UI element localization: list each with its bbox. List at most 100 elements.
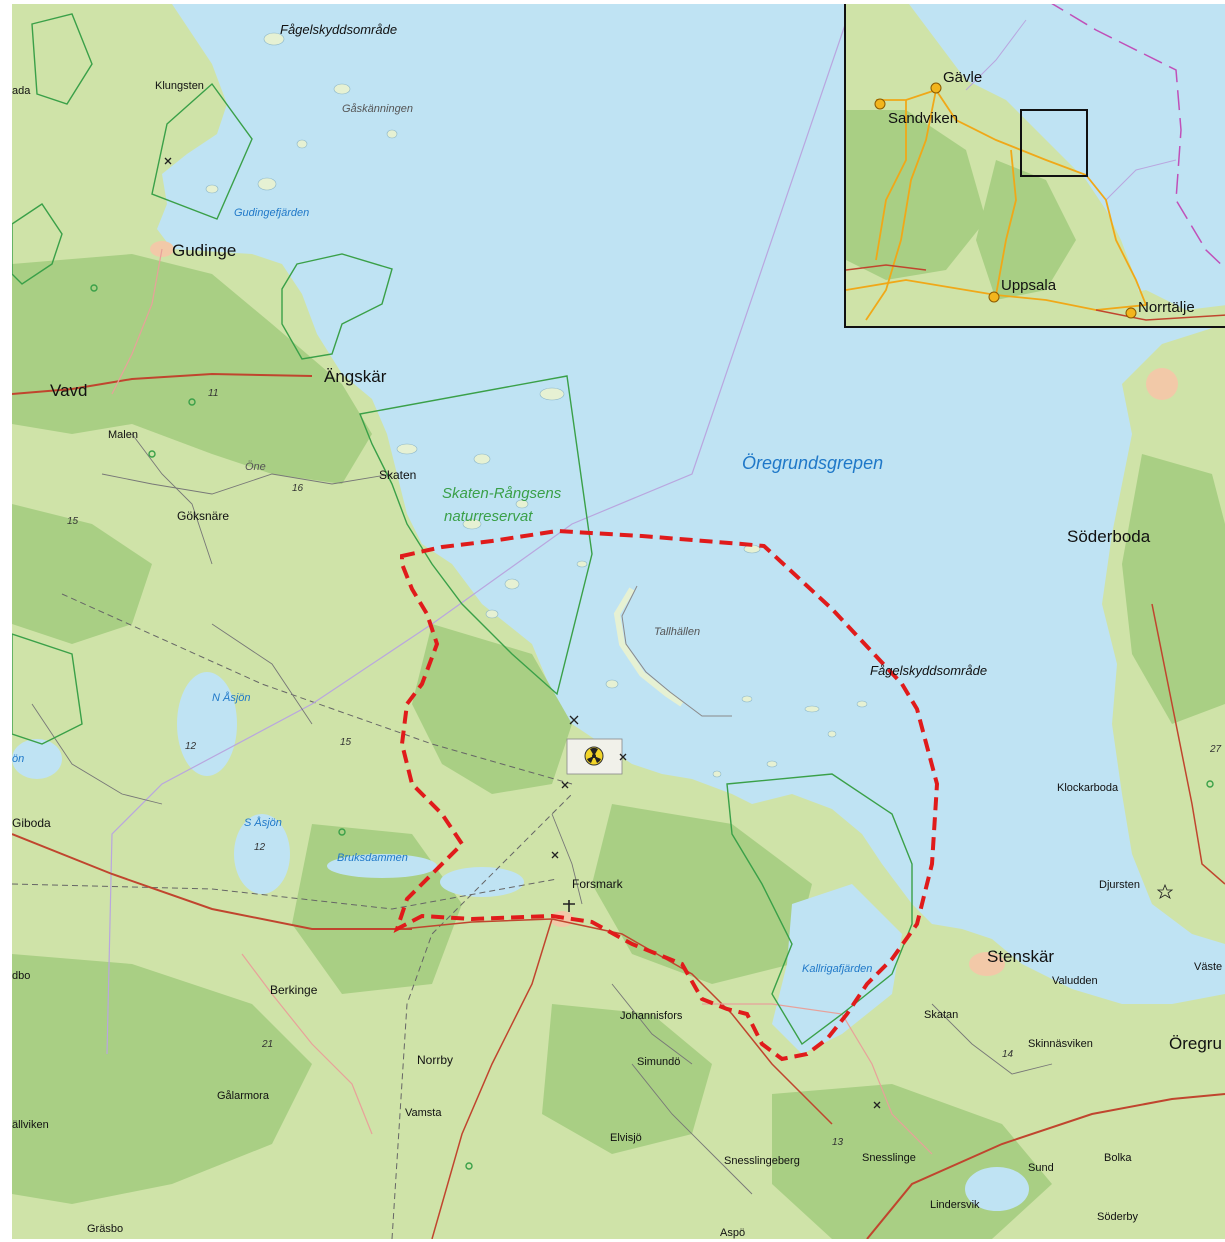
lake-s-asjon	[234, 814, 290, 894]
inset-city-dots	[874, 82, 1137, 319]
forest-patch	[12, 254, 372, 484]
label-malen: Malen	[108, 429, 138, 441]
power-line-2	[12, 878, 558, 910]
label-aspo: Aspö	[720, 1227, 745, 1239]
inset-map: Gävle Sandviken Uppsala Norrtälje	[844, 4, 1225, 328]
label-ada: ada	[12, 85, 31, 97]
inset-svg: Gävle Sandviken Uppsala Norrtälje	[846, 4, 1225, 326]
label-skaten: Skaten	[379, 468, 416, 482]
label-simundo: Simundö	[637, 1056, 680, 1068]
inset-label-uppsala: Uppsala	[1001, 277, 1057, 294]
label-sund: Sund	[1028, 1162, 1054, 1174]
star-icon	[1156, 883, 1174, 899]
tallhallen-spit	[613, 587, 684, 707]
reserve-angskar	[281, 253, 393, 360]
sea-boundary	[106, 18, 848, 1055]
islands	[205, 32, 868, 778]
forest-patch	[12, 504, 152, 644]
label-norrby: Norrby	[417, 1053, 453, 1067]
forest-patch	[412, 624, 572, 794]
forest-patch	[542, 1004, 712, 1154]
label-kallrigafjarden: Kallrigafjärden	[802, 963, 872, 975]
label-valudden: Valudden	[1052, 975, 1098, 987]
label-snesslingeberg: Snesslingeberg	[724, 1155, 800, 1167]
study-area-boundary	[393, 528, 940, 1062]
label-giboda: Giboda	[12, 816, 51, 830]
label-vaste: Väste	[1194, 961, 1222, 973]
forest-patch	[592, 804, 812, 984]
label-angskar: Ängskär	[324, 367, 387, 386]
inset-forest	[846, 110, 986, 280]
urban-stenskar	[969, 952, 1005, 976]
label-galarmora: Gålarmora	[217, 1090, 270, 1102]
label-lindersvik: Lindersvik	[930, 1199, 980, 1211]
label-oregrundsgrepen: Öregrundsgrepen	[742, 453, 883, 473]
label-soderboda: Söderboda	[1067, 527, 1151, 546]
label-reserve-line1: Skaten-Rångsens	[442, 485, 562, 502]
label-vamsta: Vamsta	[405, 1107, 442, 1119]
label-allviken: ällviken	[12, 1119, 49, 1131]
label-skatan: Skatan	[924, 1009, 958, 1021]
label-skinnasviken: Skinnäsviken	[1028, 1038, 1093, 1050]
reserve-gudinge	[151, 82, 253, 220]
inset-roads	[846, 88, 1147, 321]
label-elvisjo: Elvisjö	[610, 1132, 642, 1144]
label-klockarboda: Klockarboda	[1057, 782, 1119, 794]
label-one: Öne	[245, 461, 266, 473]
lake-west	[12, 739, 62, 779]
elevation-label: 15	[340, 737, 352, 748]
inset-sea-boundary	[1051, 4, 1225, 270]
point-markers	[164, 157, 881, 1109]
label-fagelskyddsomrade-top: Fågelskyddsområde	[280, 22, 397, 37]
label-bolka: Bolka	[1104, 1152, 1132, 1164]
elevation-label: 27	[1209, 744, 1222, 755]
forest-patch	[1122, 454, 1225, 724]
elevation-label: 11	[208, 388, 218, 399]
urban-soderboda	[1146, 368, 1178, 400]
elevation-label: 14	[1002, 1049, 1014, 1060]
reserve-kallrigafjarden	[726, 773, 913, 1046]
church-icon	[563, 900, 575, 912]
lake-n-asjon	[177, 672, 237, 776]
label-stenskar: Stenskär	[987, 947, 1054, 966]
reserve-w	[12, 633, 83, 745]
label-gudingefjarden: Gudingefjärden	[234, 207, 309, 219]
label-johannisfors: Johannisfors	[620, 1010, 683, 1022]
label-dbo: dbo	[12, 970, 30, 982]
map-canvas[interactable]: Fågelskyddsområde Klungsten ada Gåskänni…	[12, 4, 1225, 1239]
tallhallen-outline	[621, 585, 732, 717]
label-forsmark: Forsmark	[572, 877, 624, 891]
label-snesslinge: Snesslinge	[862, 1152, 916, 1164]
lake-forsmark	[440, 867, 524, 897]
reserve-west	[12, 203, 63, 285]
label-soderby: Söderby	[1097, 1211, 1138, 1223]
label-vavd: Vavd	[50, 381, 88, 400]
lake-lindersvik	[965, 1167, 1029, 1211]
inset-label-gavle: Gävle	[943, 69, 982, 86]
bay-kallrigafjarden	[772, 884, 902, 1054]
inset-purple-line	[965, 19, 1177, 201]
reserve-nw	[31, 13, 93, 105]
elevation-label: 13	[832, 1137, 844, 1148]
reserve-skaten-rangsens	[359, 375, 593, 696]
roads	[12, 248, 1225, 1239]
inset-label-norrtalje: Norrtälje	[1138, 299, 1195, 316]
label-on: ön	[12, 753, 24, 765]
label-oregru: Öregru	[1169, 1034, 1222, 1053]
reserve-outlines	[12, 13, 913, 1046]
power-line-3	[391, 793, 573, 1239]
inset-study-area-box	[1020, 109, 1088, 177]
inset-roads-red	[846, 264, 1225, 321]
power-line	[61, 593, 573, 785]
label-n-asjon: N Åsjön	[212, 691, 251, 704]
elevation-label: 15	[67, 516, 79, 527]
label-klungsten: Klungsten	[155, 80, 204, 92]
nuclear-power-plant-icon	[584, 746, 604, 766]
label-tallhallen: Tallhällen	[654, 626, 700, 638]
inset-label-sandviken: Sandviken	[888, 110, 958, 127]
elevation-label: 21	[261, 1039, 273, 1050]
elevation-label: 12	[185, 741, 197, 752]
label-gudinge: Gudinge	[172, 241, 236, 260]
label-bruksdammen: Bruksdammen	[337, 852, 408, 864]
label-berkinge: Berkinge	[270, 983, 318, 997]
